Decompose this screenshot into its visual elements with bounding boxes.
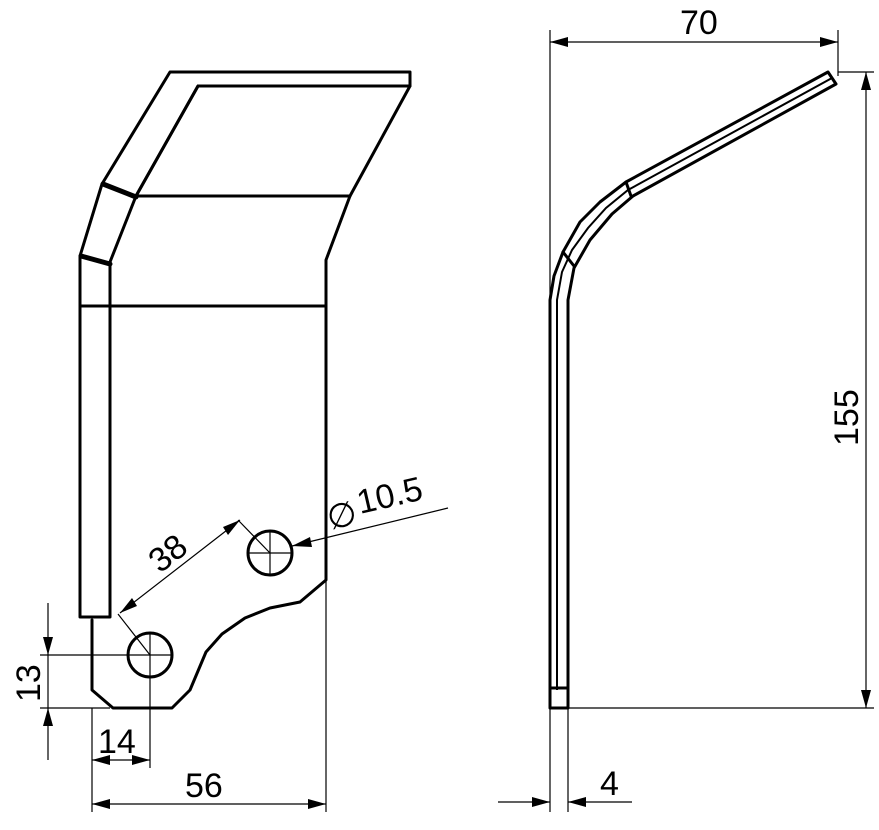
front-view: [78, 70, 412, 710]
dim-hole-diameter-symbol: ∅: [323, 494, 360, 538]
dim-hole-spacing: 38: [142, 527, 195, 580]
front-bend-marks: [78, 181, 139, 267]
front-bend-lines: [78, 84, 352, 308]
front-left-flange: [78, 70, 412, 619]
front-dimensions: 13 14 56 38 ∅ 10.5: [10, 470, 449, 812]
side-bend-marks: [561, 180, 633, 268]
dim-hole-offset-y: 13: [10, 664, 48, 702]
side-view: [548, 70, 838, 710]
dim-side-width: 70: [680, 4, 718, 42]
front-main-plate: [90, 84, 412, 710]
side-dimensions: 70 155 4: [498, 4, 874, 812]
dim-hole-diameter: 10.5: [353, 470, 426, 522]
side-vertical-leg: [548, 70, 838, 710]
dim-thickness: 4: [600, 765, 619, 803]
dim-front-width: 56: [185, 767, 223, 805]
side-inner-line: [556, 77, 833, 690]
dim-hole-offset-x: 14: [98, 723, 136, 761]
dim-overall-height: 155: [828, 389, 866, 446]
